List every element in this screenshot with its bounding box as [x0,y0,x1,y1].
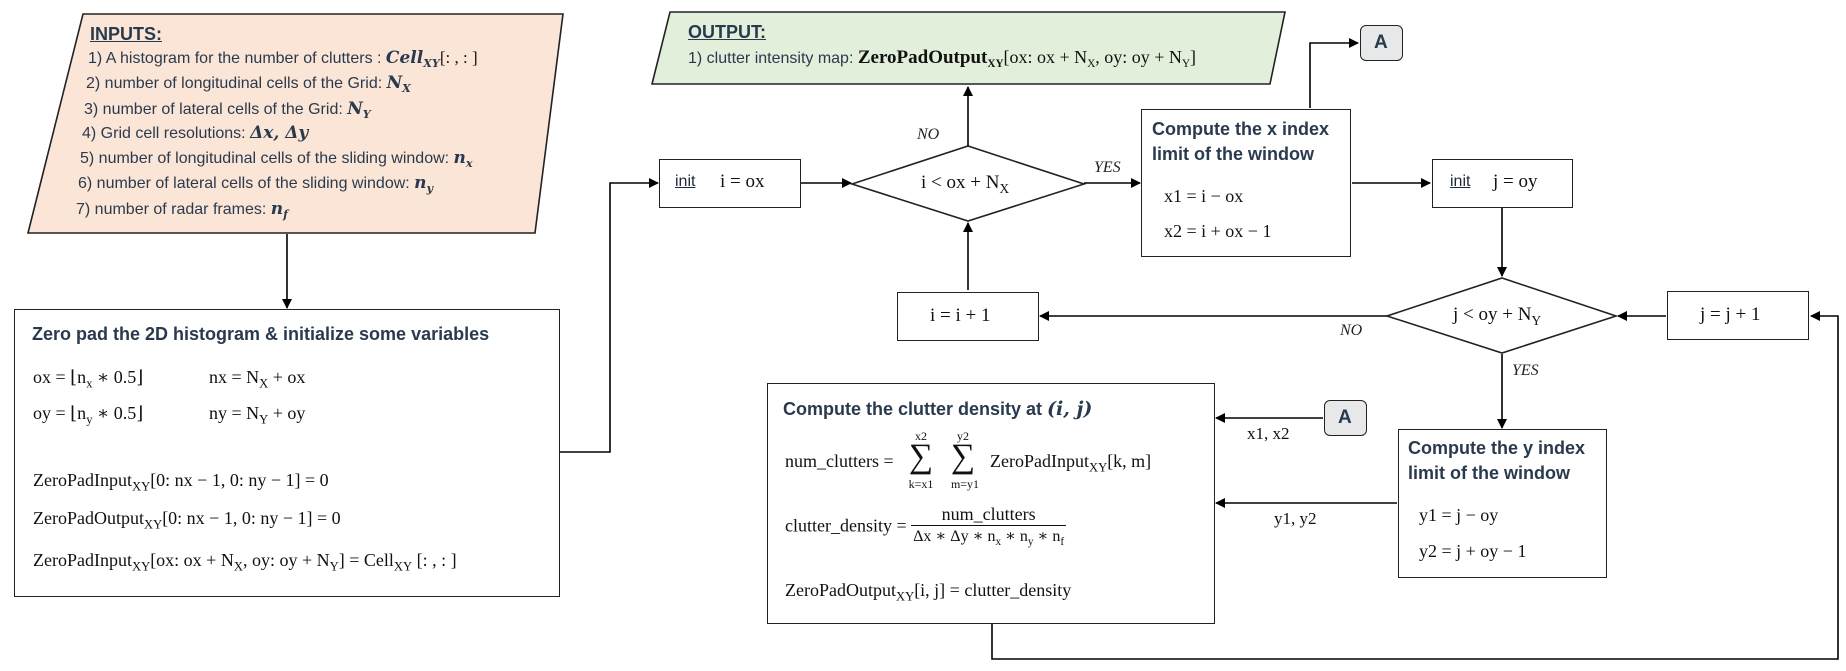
y1-def: y1 = j − oy [1419,505,1499,525]
output-range: [ox: ox + N [1003,47,1088,67]
output-map-sub: XY [987,58,1004,71]
connector-a-bottom: A [1324,400,1367,436]
inputs-item: 2) number of longitudinal cells of the G… [86,73,411,96]
condition-j-text: j < oy + NY [1453,304,1542,328]
x-box-title-1: Compute the x index [1152,119,1330,139]
init-j-expr: j = oy [1493,171,1538,192]
output-title: OUTPUT: [688,22,766,42]
inputs-title: INPUTS: [90,24,162,44]
zero-pad-eq3: ZeroPadInputXY[ox: ox + NX, oy: oy + NY]… [33,550,457,574]
x-index-box: Compute the x index limit of the window … [1141,109,1351,257]
oy-def: oy = ⌊ny ∗ 0.5⌋ [33,403,144,427]
x2-def: x2 = i + ox − 1 [1164,221,1272,241]
init-j-label: init [1450,173,1471,190]
x1-def: x1 = i − ox [1164,186,1244,206]
init-i-label: init [675,173,696,190]
y-index-box: Compute the y index limit of the window … [1398,429,1607,578]
condition-i-diamond [849,145,1087,222]
ox-def: ox = ⌊nx ∗ 0.5⌋ [33,367,144,391]
x-box-title-2: limit of the window [1152,144,1314,164]
output-assign-eq: ZeroPadOutputXY[i, j] = clutter_density [785,580,1072,604]
output-prefix: 1) clutter intensity map: [688,50,858,67]
label-no-j: NO [1340,322,1363,339]
label-no-i: NO [917,126,940,143]
increment-i-expr: i = i + 1 [930,305,991,326]
arrows [282,38,1839,660]
label-x1-x2: x1, x2 [1247,424,1290,443]
y-box-title-1: Compute the y index [1408,438,1586,458]
inputs-item: 7) number of radar frames: nf [76,199,288,222]
label-yes-j: YES [1512,362,1539,379]
density-box: Compute the clutter density at (i, j) nu… [767,383,1215,624]
density-title-math: (i, j) [1047,398,1093,420]
init-i-box: init i = ox [659,159,801,208]
output-parallelogram [650,11,1286,85]
zero-pad-eq1: ZeroPadInputXY[0: nx − 1, 0: ny − 1] = 0 [33,470,329,494]
zero-pad-box: Zero pad the 2D histogram & initialize s… [14,309,560,597]
ny-def: ny = NY + oy [209,403,306,427]
y2-def: y2 = j + oy − 1 [1419,541,1527,561]
output-map-name: ZeroPadOutput [857,47,988,68]
inputs-item: 5) number of longitudinal cells of the s… [80,148,473,171]
label-y1-y2: y1, y2 [1274,509,1317,528]
increment-i-box: i = i + 1 [897,292,1039,341]
inputs-parallelogram [26,13,564,234]
label-yes-i: YES [1094,159,1121,176]
density-title: Compute the clutter density at (i, j) [783,398,1093,420]
nx-def: nx = NX + ox [209,367,306,391]
connector-a-top: A [1360,25,1403,61]
zero-pad-eq2: ZeroPadOutputXY[0: nx − 1, 0: ny − 1] = … [33,508,341,532]
inputs-item: 1) A histogram for the number of clutter… [88,48,478,71]
init-i-expr: i = ox [720,171,765,192]
connector-a-bottom-label: A [1338,407,1352,428]
zero-pad-title: Zero pad the 2D histogram & initialize s… [32,324,490,344]
init-j-box: init j = oy [1432,159,1573,208]
condition-j-diamond [1384,277,1619,354]
connector-a-top-label: A [1374,32,1388,53]
condition-i-text: i < ox + NX [921,172,1010,196]
y-box-title-2: limit of the window [1408,463,1570,483]
inputs-item: 4) Grid cell resolutions: Δx, Δy [82,123,309,143]
inputs-item: 6) number of lateral cells of the slidin… [78,173,434,196]
output-line: 1) clutter intensity map: ZeroPadOutputX… [688,47,1197,71]
inputs-item: 3) number of lateral cells of the Grid: … [84,99,371,122]
increment-j-box: j = j + 1 [1667,291,1809,340]
increment-j-expr: j = j + 1 [1700,304,1761,325]
